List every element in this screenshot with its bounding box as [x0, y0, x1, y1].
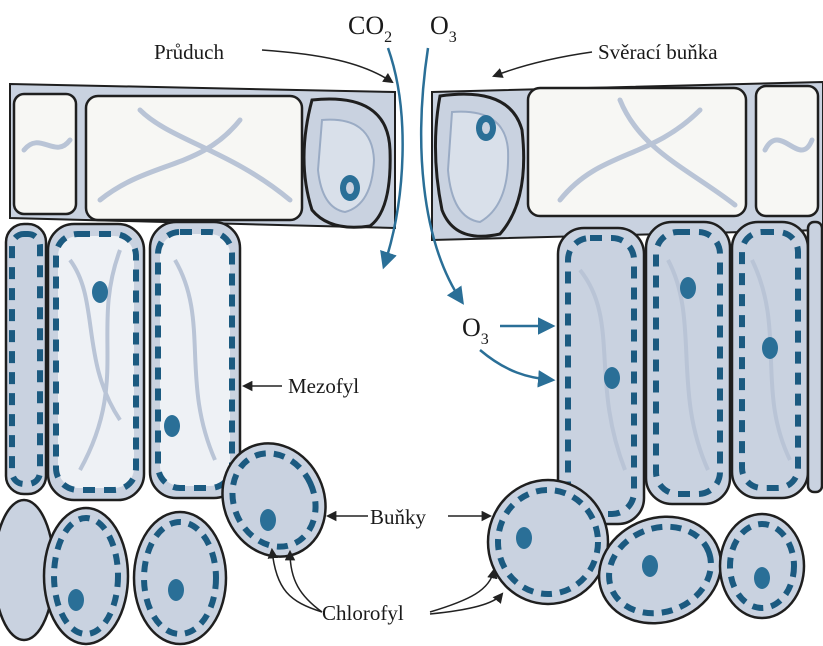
epidermal-cell	[14, 94, 76, 214]
nucleus	[68, 589, 84, 611]
spongy-cell	[134, 512, 226, 644]
nucleus	[762, 337, 778, 359]
nucleus	[92, 281, 108, 303]
nucleus	[604, 367, 620, 389]
chlorofyl-pointer-1	[272, 550, 322, 612]
nucleus	[516, 527, 532, 549]
guard-cell-right	[435, 94, 523, 236]
o3-top-base: O	[430, 11, 449, 40]
label-co2: CO2	[348, 11, 392, 46]
spongy-cell	[488, 480, 608, 604]
guard-cells	[304, 94, 524, 236]
o3-top-sub: 3	[449, 29, 457, 46]
co2-base: CO	[348, 11, 384, 40]
nucleus	[754, 567, 770, 589]
co2-sub: 2	[384, 29, 392, 46]
nucleus	[168, 579, 184, 601]
palisade-mesophyll-left	[6, 222, 240, 500]
o3-mid-base: O	[462, 313, 481, 342]
label-o3-mid: O3	[462, 313, 489, 348]
upper-epidermis	[10, 82, 823, 240]
nucleus	[260, 509, 276, 531]
nucleus	[164, 415, 180, 437]
o3-mid-sub: 3	[481, 331, 489, 348]
chlorofyl-pointer-2	[290, 552, 322, 612]
label-sveraci-bunka: Svěrací buňka	[598, 40, 718, 64]
nucleus	[680, 277, 696, 299]
sveraci-bunka-pointer	[494, 52, 592, 76]
label-mezofyl: Mezofyl	[288, 374, 359, 398]
pruduch-pointer	[262, 50, 392, 82]
chlorofyl-pointer-3	[430, 570, 494, 612]
palisade-mesophyll-right	[558, 222, 822, 524]
o3-arrow-right-2	[480, 350, 552, 380]
guard-cell-left	[304, 99, 390, 227]
label-chlorofyl: Chlorofyl	[322, 601, 404, 625]
label-pruduch: Průduch	[154, 40, 224, 64]
nucleus	[642, 555, 658, 577]
chlorofyl-pointer-4	[430, 594, 502, 614]
label-o3-top: O3	[430, 11, 457, 46]
label-bunky: Buňky	[370, 505, 427, 529]
palisade-cell	[808, 222, 822, 492]
